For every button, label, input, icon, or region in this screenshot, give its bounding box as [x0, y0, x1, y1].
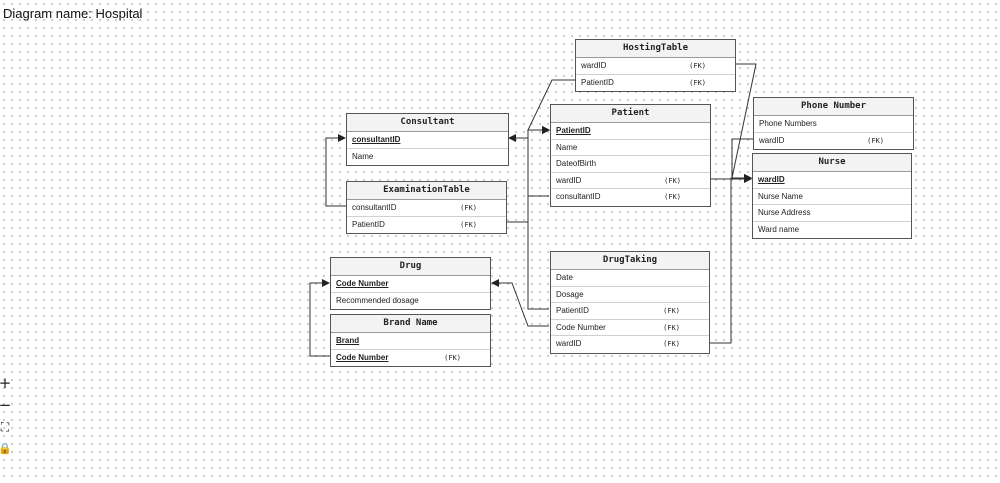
field-name: PatientID: [556, 306, 589, 315]
field-row[interactable]: wardID (FK): [754, 133, 913, 150]
field-name: PatientID: [556, 126, 591, 135]
table-header: ExaminationTable: [347, 182, 506, 200]
field-row[interactable]: PatientID (FK): [347, 217, 506, 234]
field-name: Name: [556, 142, 578, 152]
field-row[interactable]: wardID (FK): [551, 173, 710, 189]
table-header: Phone Number: [754, 98, 913, 116]
field-name: PatientID: [581, 77, 614, 87]
field-row[interactable]: consultantID: [347, 132, 508, 149]
field-name: wardID: [758, 175, 785, 184]
field-name: wardID: [759, 135, 785, 145]
table-header: Nurse: [753, 154, 911, 172]
field-name: Dosage: [556, 289, 584, 299]
field-name: Recommended dosage: [336, 295, 419, 305]
field-row[interactable]: wardID (FK): [576, 58, 735, 75]
field-name: consultantID: [352, 203, 397, 212]
edge-drugtaking-nurse: [710, 174, 752, 344]
foreign-key-marker: (FK): [444, 353, 461, 362]
foreign-key-marker: (FK): [664, 193, 681, 201]
table-consultant[interactable]: Consultant consultantID Name: [346, 113, 509, 166]
edge-phone-nurse: [731, 138, 753, 182]
field-row[interactable]: consultantID (FK): [551, 189, 710, 206]
field-name: Brand: [336, 336, 360, 345]
field-name: Date: [556, 273, 573, 282]
field-row[interactable]: PatientID (FK): [576, 75, 735, 92]
edge-patient-consultant: [508, 134, 549, 197]
zoom-out-button[interactable]: −: [0, 396, 12, 414]
foreign-key-marker: (FK): [460, 220, 477, 229]
field-name: Code Number: [336, 352, 389, 362]
zoom-in-button[interactable]: +: [0, 374, 12, 392]
edge-drugtaking-patient: [527, 126, 550, 310]
foreign-key-marker: (FK): [460, 204, 477, 212]
lock-icon[interactable]: 🔒: [0, 442, 12, 455]
foreign-key-marker: (FK): [663, 307, 680, 315]
field-row[interactable]: Date: [551, 270, 709, 287]
field-row[interactable]: consultantID (FK): [347, 200, 506, 217]
foreign-key-marker: (FK): [689, 62, 706, 70]
table-header: DrugTaking: [551, 252, 709, 270]
field-name: consultantID: [556, 192, 601, 201]
field-row[interactable]: Code Number (FK): [331, 350, 490, 367]
table-header: Patient: [551, 105, 710, 123]
table-header: Consultant: [347, 114, 508, 132]
table-header: Drug: [331, 258, 490, 276]
field-name: Nurse Name: [758, 191, 803, 201]
field-row[interactable]: Code Number (FK): [551, 320, 709, 336]
field-name: consultantID: [352, 135, 401, 144]
edge-drugtaking-drug: [491, 279, 549, 327]
edge-brand-drug: [309, 279, 331, 357]
table-header: Brand Name: [331, 315, 490, 333]
field-row[interactable]: Name: [347, 149, 508, 166]
fit-view-button[interactable]: ⛶: [0, 420, 10, 434]
field-name: DateofBirth: [556, 159, 597, 168]
zoom-controls: + − ⛶ 🔒: [0, 372, 14, 460]
field-row[interactable]: Brand: [331, 333, 490, 350]
table-phone-number[interactable]: Phone Number Phone Numbers wardID (FK): [753, 97, 914, 150]
table-header: HostingTable: [576, 40, 735, 58]
field-name: Nurse Address: [758, 208, 811, 217]
field-name: Name: [352, 151, 374, 161]
foreign-key-marker: (FK): [664, 176, 681, 185]
field-name: Code Number: [556, 322, 606, 332]
table-examinationtable[interactable]: ExaminationTable consultantID(FK)Patient…: [346, 181, 507, 234]
field-row[interactable]: Code Number: [331, 276, 490, 293]
field-name: wardID: [556, 175, 582, 185]
field-row[interactable]: Phone Numbers: [754, 116, 913, 133]
field-name: wardID: [581, 61, 607, 70]
foreign-key-marker: (FK): [689, 78, 706, 87]
field-name: wardID: [556, 339, 582, 348]
foreign-key-marker: (FK): [663, 340, 680, 348]
field-row[interactable]: Nurse Name: [753, 189, 911, 205]
field-name: Code Number: [336, 279, 389, 288]
field-row[interactable]: wardID: [753, 172, 911, 189]
field-row[interactable]: wardID (FK): [551, 336, 709, 353]
field-row[interactable]: PatientID (FK): [551, 303, 709, 320]
field-row[interactable]: DateofBirth: [551, 156, 710, 173]
diagram-title: Diagram name: Hospital: [3, 6, 143, 21]
edge-exam-consultant: [325, 134, 347, 207]
table-hostingtable[interactable]: HostingTable wardID (FK) PatientID (FK): [575, 39, 736, 92]
foreign-key-marker: (FK): [867, 136, 884, 145]
field-name: PatientID: [352, 219, 385, 229]
field-name: Phone Numbers: [759, 119, 817, 128]
field-row[interactable]: Recommended dosage: [331, 293, 490, 310]
field-row[interactable]: Nurse Address: [753, 205, 911, 222]
field-row[interactable]: PatientID: [551, 123, 710, 140]
field-row[interactable]: Dosage: [551, 287, 709, 303]
field-row[interactable]: Ward name: [753, 222, 911, 239]
foreign-key-marker: (FK): [663, 323, 680, 332]
field-name: Ward name: [758, 224, 800, 234]
field-row[interactable]: Name: [551, 140, 710, 156]
